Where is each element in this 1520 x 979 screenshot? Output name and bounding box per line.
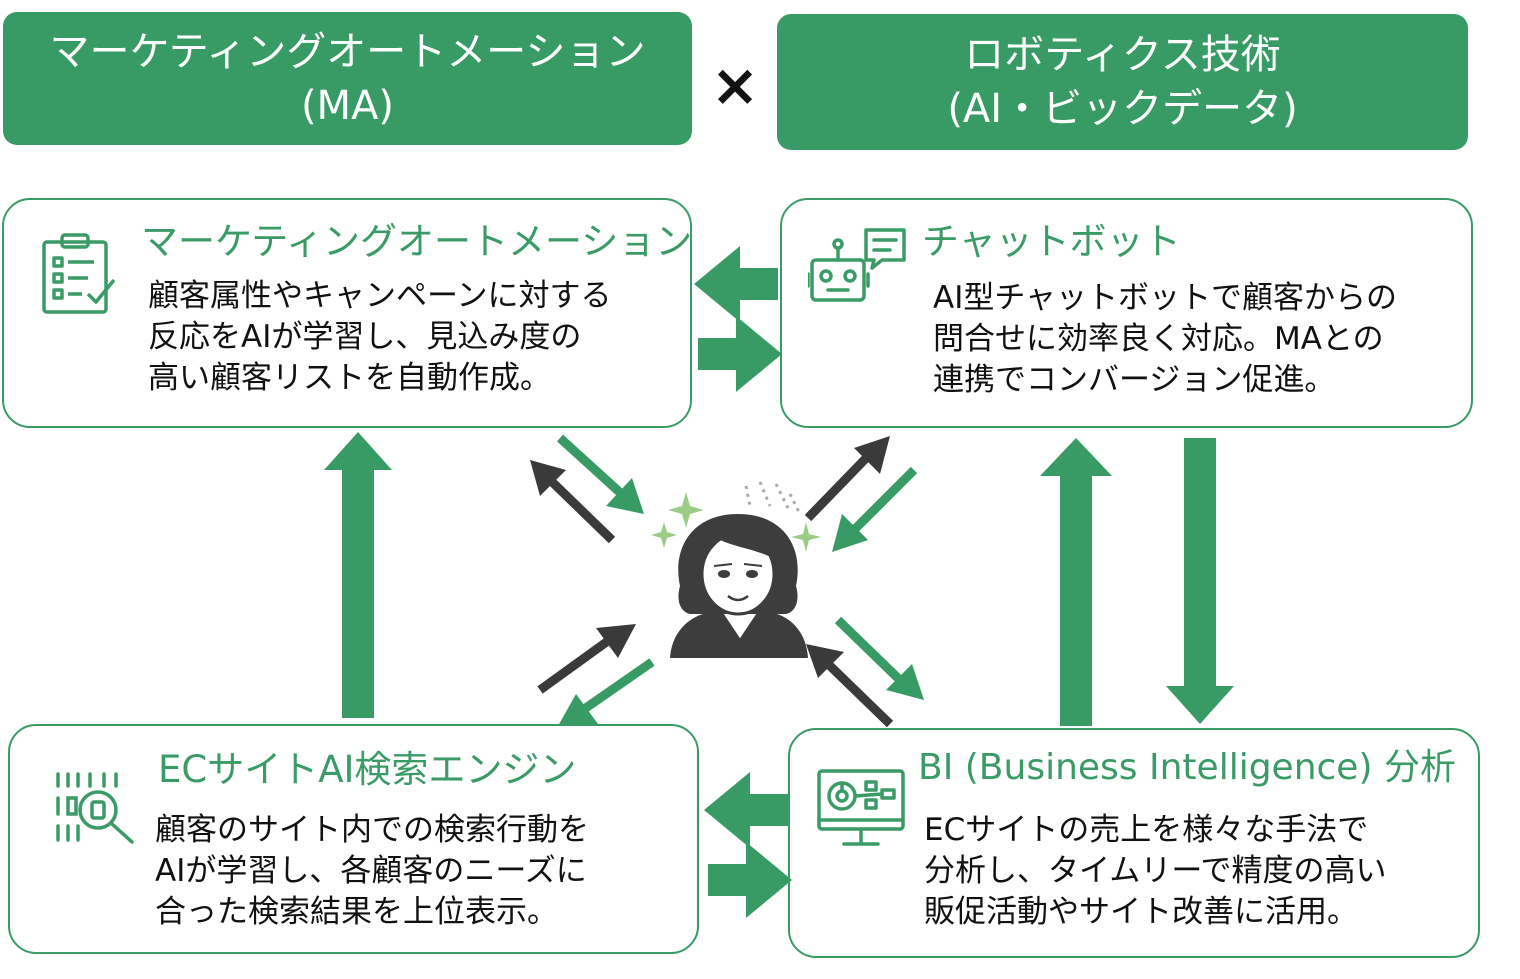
arrow-bi-to-chatbot <box>1040 438 1112 726</box>
robot-chat-icon <box>808 228 906 302</box>
chatbot-card-line: AI型チャットボットで顧客からの <box>933 280 1398 316</box>
ec-search-card: ECサイトAI検索エンジン 顧客のサイト内での検索行動を AIが学習し、各顧客の… <box>8 724 699 954</box>
arrow-ec-to-bi <box>708 842 792 918</box>
bi-card-line: 分析し、タイムリーで精度の高い <box>924 853 1387 889</box>
ec-search-card-line: 合った検索結果を上位表示。 <box>155 894 558 930</box>
arrow-customer-to-bi <box>834 616 908 688</box>
arrowhead <box>558 694 598 726</box>
ec-search-card-line: 顧客のサイト内での検索行動を <box>155 812 589 848</box>
ec-search-card-line: AIが学習し、各顧客のニーズに <box>155 853 587 889</box>
arrowhead <box>596 624 636 658</box>
robotics-banner-line2: (AI・ビックデータ) <box>947 86 1298 132</box>
arrow-bi-to-customer <box>822 658 894 728</box>
ma-card-title: マーケティングオートメーション <box>141 220 693 263</box>
arrowhead <box>832 514 868 552</box>
ma-banner-line2: (MA) <box>300 82 395 129</box>
robotics-banner: ロボティクス技術 (AI・ビックデータ) <box>777 14 1468 150</box>
bi-card: BI (Business Intelligence) 分析 ECサイトの売上を様… <box>788 728 1480 958</box>
arrow-chatbot-to-customer <box>846 466 918 538</box>
bi-card-body: ECサイトの売上を様々な手法で 分析し、タイムリーで精度の高い 販促活動やサイト… <box>924 810 1387 933</box>
arrow-chatbot-to-bi <box>1166 438 1234 724</box>
arrow-ec-to-ma <box>324 432 392 718</box>
chatbot-card-body: AI型チャットボットで顧客からの 問合せに効率良く対応。MAとの 連携でコンバー… <box>933 278 1397 401</box>
arrowhead <box>854 436 890 474</box>
arrow-customer-to-ec <box>537 634 615 694</box>
chatbot-card-line: 連携でコンバージョン促進。 <box>933 362 1336 398</box>
clipboard-checklist-icon <box>42 233 116 314</box>
arrowhead <box>886 664 924 700</box>
arrow-ec-to-customer <box>577 658 655 716</box>
arrow-ma-to-chatbot <box>698 316 782 392</box>
arrow-ma-to-customer <box>556 434 630 502</box>
bi-card-line: 販促活動やサイト改善に活用。 <box>924 894 1358 930</box>
ma-banner: マーケティングオートメーション (MA) <box>3 12 692 145</box>
chatbot-card-line: 問合せに効率良く対応。MAとの <box>933 321 1384 357</box>
sparkle-icon <box>651 492 821 552</box>
ec-search-card-title: ECサイトAI検索エンジン <box>158 748 577 791</box>
chatbot-card-title: チャットボット <box>922 220 1181 263</box>
ma-card-line: 反応をAIが学習し、見込み度の <box>148 319 582 355</box>
arrowhead <box>606 478 644 514</box>
customer-woman-icon <box>670 514 808 658</box>
bi-card-line: ECサイトの売上を様々な手法で <box>924 812 1369 848</box>
arrowhead <box>530 460 566 496</box>
arrow-customer-to-chatbot <box>804 448 876 522</box>
barcode-search-icon <box>56 772 134 844</box>
arrowhead <box>806 644 844 678</box>
robotics-banner-line1: ロボティクス技術 <box>964 32 1281 78</box>
ec-search-card-body: 顧客のサイト内での検索行動を AIが学習し、各顧客のニーズに 合った検索結果を上… <box>155 810 589 933</box>
monitor-analytics-icon <box>817 769 905 846</box>
ma-banner-line1: マーケティングオートメーション <box>49 28 646 75</box>
ma-card-line: 高い顧客リストを自動作成。 <box>148 360 551 396</box>
chatbot-card: チャットボット AI型チャットボットで顧客からの 問合せに効率良く対応。MAとの… <box>780 198 1473 428</box>
ma-card-line: 顧客属性やキャンペーンに対する <box>148 278 612 314</box>
ma-card: マーケティングオートメーション 顧客属性やキャンペーンに対する 反応をAIが学習… <box>2 198 692 428</box>
ma-card-body: 顧客属性やキャンペーンに対する 反応をAIが学習し、見込み度の 高い顧客リストを… <box>148 276 611 399</box>
thinking-lines-icon <box>744 481 802 515</box>
arrow-customer-to-ma <box>542 472 616 544</box>
arrow-bi-to-ec <box>704 772 788 848</box>
times-operator: × <box>710 51 760 119</box>
bi-card-title: BI (Business Intelligence) 分析 <box>918 747 1456 788</box>
arrow-chatbot-to-ma <box>694 246 778 322</box>
